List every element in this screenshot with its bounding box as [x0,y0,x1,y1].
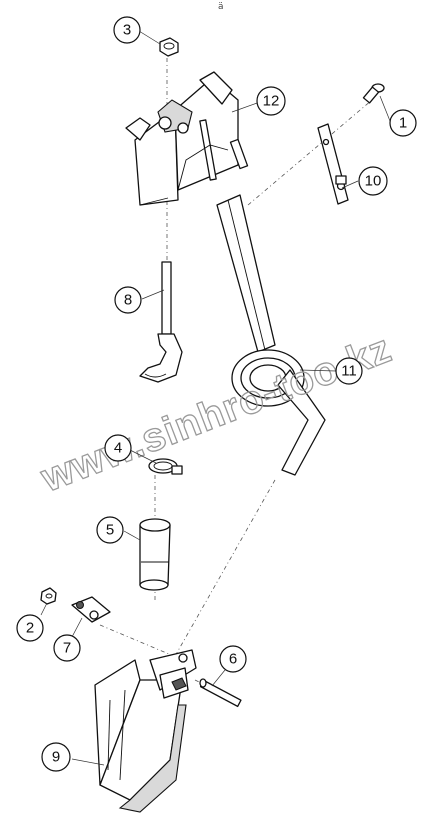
callout-11: 11 [335,357,363,385]
svg-text:5: 5 [106,522,114,539]
callout-9: 9 [41,742,71,772]
callout-6: 6 [219,645,247,673]
svg-text:2: 2 [26,620,34,637]
part-hook-bolt-8 [139,261,183,383]
part-pin-6 [199,678,242,708]
callout-10: 10 [358,166,388,196]
part-bracket-12 [125,71,249,206]
callout-8: 8 [114,286,142,314]
part-nut-3 [159,37,179,57]
svg-text:7: 7 [63,640,71,657]
part-plate-10 [317,123,349,205]
callout-3: 3 [113,16,141,44]
svg-text:12: 12 [263,93,280,110]
callout-4: 4 [104,434,132,462]
part-sleeve-5 [139,518,171,591]
callout-7: 7 [53,634,81,662]
svg-text:10: 10 [365,173,382,190]
callout-1: 1 [389,109,417,137]
svg-text:6: 6 [229,651,237,668]
part-bolt-1 [362,83,385,104]
svg-text:11: 11 [341,363,357,380]
svg-text:1: 1 [399,115,407,132]
svg-text:3: 3 [123,22,131,39]
svg-text:4: 4 [114,440,122,457]
top-mark: ä [218,2,224,12]
watermark: www.sinhro-too.kz [35,326,398,500]
part-spring-tine-11 [216,194,326,476]
part-clamp-4 [148,458,183,475]
leader-lines [40,30,391,766]
svg-text:8: 8 [124,292,132,309]
part-block-7 [71,596,111,623]
callout-2: 2 [16,614,44,642]
part-coulter-9 [94,649,197,813]
part-nut-2 [40,587,57,605]
callout-12: 12 [256,86,286,116]
callout-5: 5 [96,516,124,544]
svg-text:9: 9 [52,749,60,766]
